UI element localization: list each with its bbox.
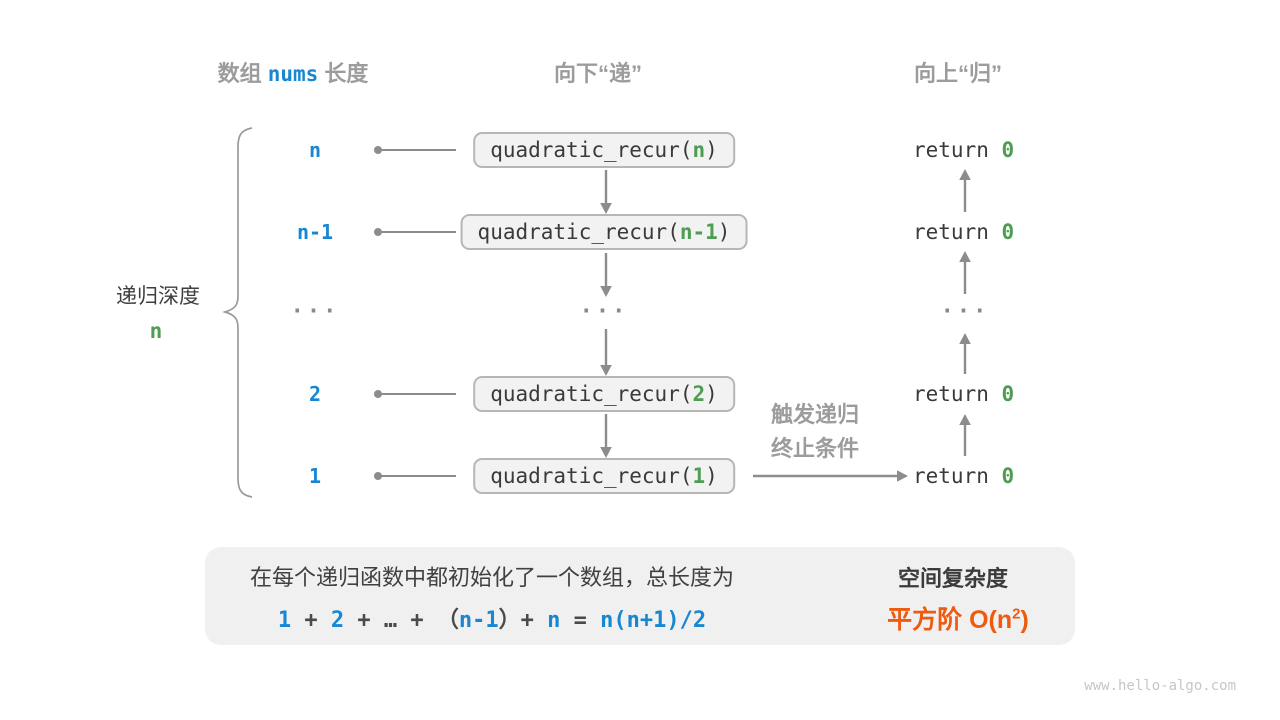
space-complexity-title: 空间复杂度	[897, 566, 1009, 591]
call-suffix: )	[717, 220, 731, 244]
call-prefix: quadratic_recur(	[490, 138, 693, 162]
return-keyword: return	[913, 220, 1002, 244]
call-suffix: )	[705, 464, 718, 488]
connector-line	[374, 146, 456, 480]
return-value: 0	[1001, 464, 1015, 488]
column-header-array-length: 数组 nums 长度	[218, 56, 369, 88]
return-keyword: return	[913, 464, 1002, 488]
call-prefix: quadratic_recur(	[490, 464, 693, 488]
formula-term: 2	[330, 608, 345, 633]
call-arg: n-1	[679, 220, 718, 244]
row-label-ellipsis: ...	[290, 293, 340, 319]
summary-text: 在每个递归函数中都初始化了一个数组，总长度为	[249, 565, 735, 590]
call-ellipsis: ...	[579, 293, 629, 319]
formula-operator: ）+	[498, 608, 548, 633]
row-label-n: n	[308, 138, 322, 162]
formula-term: n-1	[458, 608, 499, 633]
formula-term: 1	[277, 608, 292, 633]
row-label-2: 2	[308, 382, 322, 406]
return-value: 0	[1001, 220, 1015, 244]
formula-operator: … + （	[383, 608, 459, 633]
return-ellipsis: ...	[940, 293, 990, 319]
call-arg: n	[692, 138, 706, 162]
formula-operator: =	[560, 608, 601, 633]
base-case-arrow	[753, 470, 908, 482]
trigger-annotation-line1: 触发递归	[770, 402, 860, 427]
call-box-2: quadratic_recur(2)	[473, 376, 735, 412]
array-header-post: 长度	[318, 61, 369, 86]
depth-label: 递归深度	[116, 285, 200, 308]
call-suffix: )	[705, 138, 718, 162]
call-box-n-1: quadratic_recur(n-1)	[460, 214, 748, 250]
return-statement: return 0	[913, 464, 1014, 488]
call-prefix: quadratic_recur(	[477, 220, 680, 244]
depth-value: n	[149, 319, 163, 343]
call-prefix: quadratic_recur(	[490, 382, 693, 406]
return-value: 0	[1001, 382, 1015, 406]
summary-box	[205, 547, 1075, 645]
return-statement: return 0	[913, 138, 1014, 162]
formula-term: n	[547, 608, 561, 633]
complexity-exponent: 2	[1012, 605, 1021, 623]
return-value: 0	[1001, 138, 1015, 162]
complexity-pre: 平方阶 O(n	[887, 606, 1013, 634]
return-keyword: return	[913, 382, 1002, 406]
formula-operator: +	[344, 608, 384, 633]
call-arg: 2	[692, 382, 706, 406]
formula-term: n(n+1)/2	[600, 608, 707, 633]
column-header-descend: 向下“递”	[553, 61, 643, 86]
summary-formula: 1 + 2 + … + （n-1）+ n = n(n+1)/2	[278, 602, 706, 634]
return-statement: return 0	[913, 382, 1014, 406]
formula-operator: +	[291, 608, 331, 633]
return-statement: return 0	[913, 220, 1014, 244]
call-box-1: quadratic_recur(1)	[473, 458, 735, 494]
call-suffix: )	[705, 382, 718, 406]
column-header-ascend: 向上“归”	[913, 61, 1003, 86]
array-header-pre: 数组	[217, 61, 268, 86]
row-label-n-1: n-1	[296, 220, 334, 244]
space-complexity-value: 平方阶 O(n2)	[887, 600, 1029, 636]
nums-code-label: nums	[267, 62, 319, 86]
depth-brace-icon	[222, 127, 253, 498]
row-label-1: 1	[308, 464, 322, 488]
call-arg: 1	[692, 464, 706, 488]
watermark: www.hello-algo.com	[1084, 678, 1236, 694]
trigger-annotation-line2: 终止条件	[770, 436, 860, 461]
call-box-n: quadratic_recur(n)	[473, 132, 735, 168]
return-keyword: return	[913, 138, 1002, 162]
complexity-post: )	[1020, 606, 1029, 634]
